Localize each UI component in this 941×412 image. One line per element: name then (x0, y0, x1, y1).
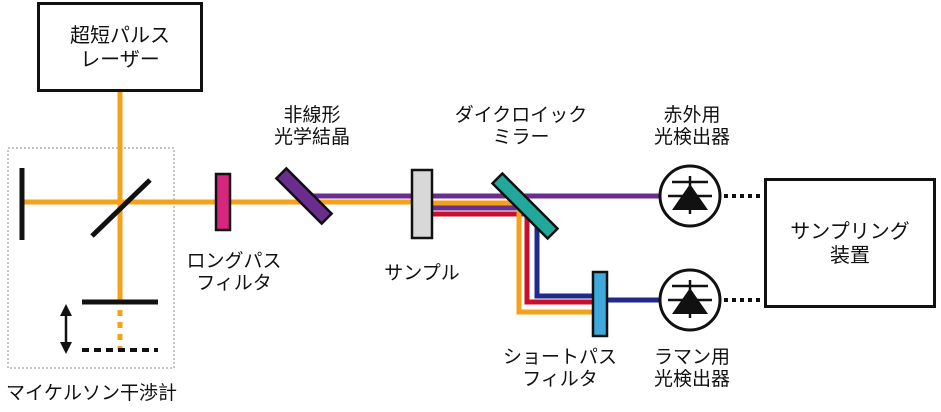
beam-splitter (90, 178, 152, 238)
dichroic-mirror-label: ダイクロイック ミラー (454, 104, 588, 148)
shortpass-filter (591, 270, 609, 338)
photodiode-icon (658, 268, 722, 332)
nonlinear-crystal-label: 非線形 光学結晶 (273, 104, 350, 148)
dichroic-mirror (490, 171, 560, 241)
interferometer-label: マイケルソン干渉計 (6, 382, 178, 404)
red-beam-down (524, 214, 600, 305)
laser-label: 超短パルス レーザー (70, 23, 170, 71)
sampling-device-box: サンプリング 装置 (764, 178, 936, 308)
raman-detector-label: ラマン用 光検出器 (653, 346, 730, 390)
sample (410, 168, 434, 240)
photodiode-icon (658, 164, 722, 228)
orange-beam-down (516, 206, 600, 315)
ir-detector-label: 赤外用 光検出器 (653, 104, 730, 148)
shortpass-filter-label: ショートパス フィルタ (502, 346, 617, 390)
laser-box: 超短パルス レーザー (37, 2, 203, 92)
longpass-filter (214, 172, 232, 232)
sample-label: サンプル (384, 262, 460, 284)
nonlinear-crystal (274, 166, 334, 226)
navy-beam-down (534, 222, 600, 299)
double-arrow-icon (60, 304, 72, 354)
longpass-filter-label: ロングパス フィルタ (186, 250, 282, 294)
interferometer-enclosure (7, 147, 175, 369)
sampling-device-label: サンプリング 装置 (790, 219, 910, 267)
